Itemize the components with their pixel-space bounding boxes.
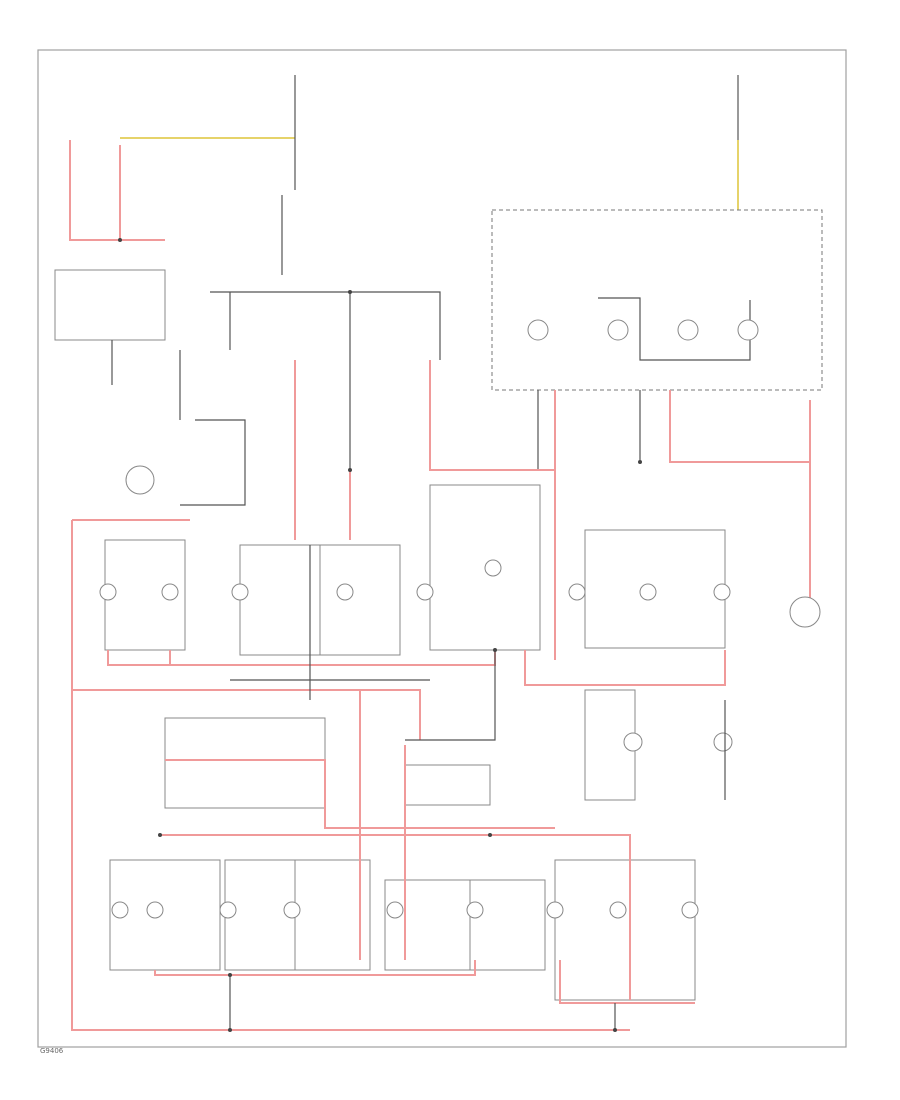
wire-central-bus (210, 291, 441, 360)
junction-1 (118, 238, 122, 242)
wire-module-outputs (537, 390, 641, 470)
wire-bottom-return-left (154, 960, 476, 976)
lower-switch-module (164, 717, 326, 809)
wire-left-sub (179, 350, 246, 506)
relay-box (54, 269, 166, 341)
bulb-r1-5 (416, 583, 434, 601)
wire-top-left-fuse (69, 140, 115, 241)
panel-row2-d (384, 879, 471, 971)
lower-small-box (404, 764, 491, 806)
wire-central-drops (229, 292, 351, 470)
junction-7 (488, 833, 492, 837)
bulb-r2-8 (609, 901, 627, 919)
panel-row1-c (319, 544, 401, 656)
bulb-r1-6 (484, 559, 502, 577)
junction-4 (638, 460, 642, 464)
right-lamp-bulb (789, 596, 821, 628)
junction-10 (228, 973, 232, 977)
wire-switch-top (281, 75, 296, 275)
bulb-lr-2 (713, 732, 733, 752)
panel-row1-b (239, 544, 321, 656)
bulb-r1-2 (161, 583, 179, 601)
panel-row2-e (469, 879, 546, 971)
bulb-r1-3 (231, 583, 249, 601)
right-module-dashed (491, 209, 823, 391)
panel-row2-f (554, 859, 696, 1001)
wire-r1-return-mid (240, 650, 496, 666)
left-lamp-bulb (125, 465, 155, 495)
bulb-r2-4 (283, 901, 301, 919)
footer-code: G9406 (40, 1047, 64, 1055)
wire-r1-return-left (107, 650, 240, 666)
bulb-r1-1 (99, 583, 117, 601)
module-bulb-4 (737, 319, 759, 341)
bulb-r2-3 (219, 901, 237, 919)
panel-row1-d (429, 484, 541, 651)
junction-5 (493, 648, 497, 652)
module-bulb-3 (677, 319, 699, 341)
panel-row2-a (109, 859, 221, 971)
panel-row2-b (224, 859, 296, 971)
bulb-r1-9 (713, 583, 731, 601)
wire-mid-drops (294, 360, 351, 540)
bulb-r2-5 (386, 901, 404, 919)
junction-2 (348, 290, 352, 294)
wire-lower-module-out (165, 759, 555, 829)
wire-bottom-return-right (559, 960, 695, 1004)
wire-bottom-top-bus (160, 834, 631, 1000)
wire-lower-small-box (405, 650, 496, 741)
bulb-r2-9 (681, 901, 699, 919)
wire-mid-black (230, 545, 430, 700)
bulb-r1-7 (568, 583, 586, 601)
bulb-r1-8 (639, 583, 657, 601)
bulb-r2-1 (111, 901, 129, 919)
wire-bottom-grounds (229, 975, 616, 1030)
bulb-r1-4 (336, 583, 354, 601)
bulb-r2-7 (546, 901, 564, 919)
junction-9 (613, 1028, 617, 1032)
junction-8 (228, 1028, 232, 1032)
bulb-lr-1 (623, 732, 643, 752)
panel-row2-c (294, 859, 371, 971)
diagram-border (37, 49, 847, 1048)
junction-3 (348, 468, 352, 472)
wire-mid-red-h (429, 360, 555, 471)
wire-mid-h-2 (72, 689, 421, 740)
wire-module-red-out (669, 390, 810, 463)
junction-6 (158, 833, 162, 837)
wire-r1-return-right (524, 650, 726, 686)
bulb-r2-2 (146, 901, 164, 919)
module-bulb-1 (527, 319, 549, 341)
module-bulb-2 (607, 319, 629, 341)
bulb-r2-6 (466, 901, 484, 919)
